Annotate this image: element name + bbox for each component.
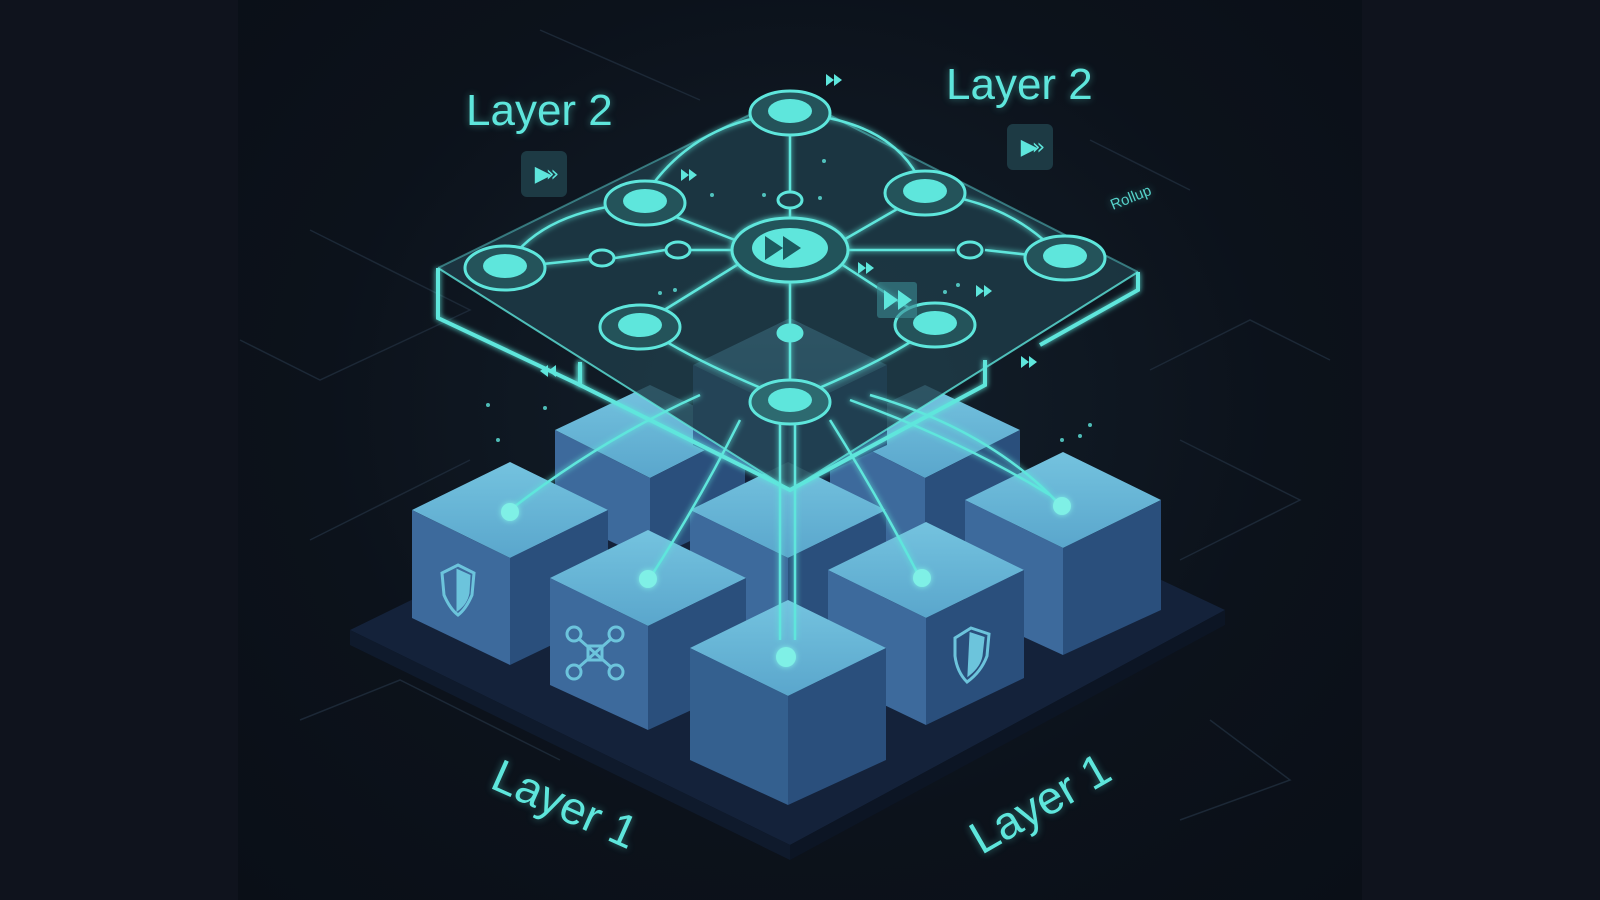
- block: [690, 600, 886, 805]
- relay-nodes: [588, 190, 984, 343]
- fast-forward-icon: [826, 74, 842, 86]
- shield-icon: [953, 626, 991, 684]
- node: [748, 89, 832, 137]
- fast-forward-badge-left: ▶»: [521, 151, 567, 197]
- hub-node: [730, 216, 850, 284]
- fast-forward-icon: [884, 290, 912, 310]
- fast-forward-icon: [858, 262, 874, 274]
- arrival-dots: [501, 497, 1071, 667]
- shield-icon: [440, 563, 476, 617]
- node: [603, 179, 687, 227]
- fast-forward-icon: [1021, 356, 1037, 368]
- fast-forward-icon: [765, 236, 801, 260]
- node: [598, 303, 682, 351]
- fast-forward-icon: [681, 169, 697, 181]
- layer2-nodes: [463, 89, 1107, 426]
- fast-forward-badge-right: ▶»: [1007, 124, 1053, 170]
- node: [748, 378, 832, 426]
- left-margin: [0, 0, 239, 900]
- fast-forward-markers: [540, 74, 1037, 377]
- layer2-label-left: Layer 2: [466, 86, 613, 135]
- layer2-label-right: Layer 2: [946, 60, 1093, 109]
- block: [690, 462, 886, 640]
- particles: [486, 159, 1092, 442]
- node: [1023, 234, 1107, 282]
- node: [883, 169, 967, 217]
- node: [463, 244, 547, 292]
- right-margin: [1361, 0, 1600, 900]
- settlement-arrows: [509, 393, 1061, 640]
- fast-forward-icon: [976, 285, 992, 297]
- rewind-icon: [540, 365, 556, 377]
- background-circuit-lines: [239, 29, 1331, 821]
- network-icon: [565, 625, 625, 681]
